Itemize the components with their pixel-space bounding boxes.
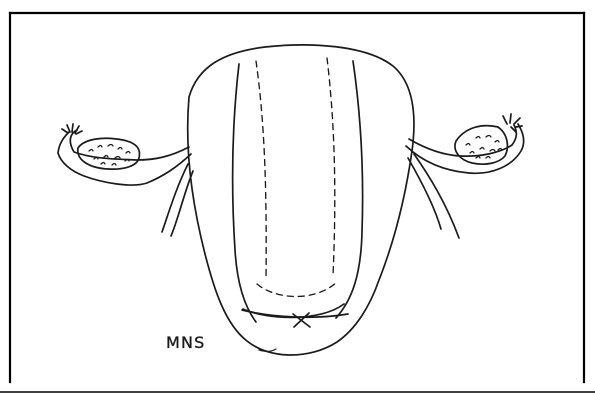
left-ovary-texture — [89, 145, 130, 166]
dashed-cavity-right — [327, 58, 335, 276]
uterus-outline — [188, 45, 414, 355]
right-fimbria — [503, 114, 522, 132]
cross-mark — [293, 313, 310, 327]
left-adnexa — [58, 124, 193, 236]
right-ligament-two — [414, 154, 459, 238]
left-outer-fold — [233, 64, 256, 322]
left-ligament-two — [171, 171, 193, 236]
left-ovary — [78, 138, 140, 169]
left-tube-upper — [70, 130, 189, 160]
right-outer-fold — [336, 61, 363, 318]
right-adnexa — [406, 114, 524, 238]
right-ovary — [455, 126, 507, 165]
dashed-cavity-left — [256, 61, 266, 279]
dashed-cavity-bottom — [257, 282, 337, 297]
figure-frame — [0, 13, 595, 392]
uterus-body — [188, 45, 414, 355]
left-fimbria — [62, 124, 82, 134]
author-signature: MNS — [166, 333, 206, 352]
